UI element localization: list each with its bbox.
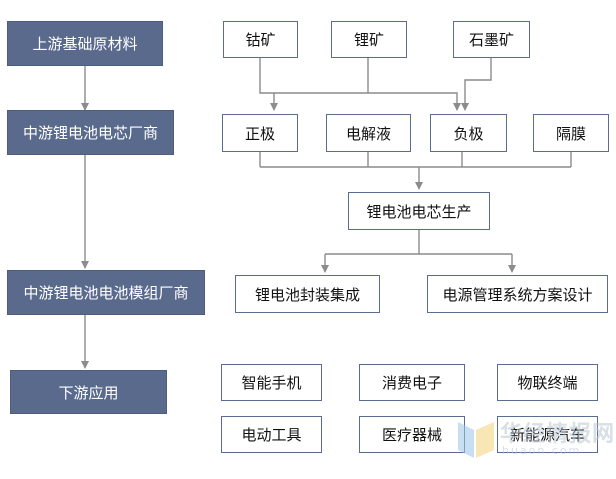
cell-production-box: 锂电池电芯生产 (348, 192, 490, 230)
watermark: 华经情报网 huaon.com (456, 414, 616, 464)
component-separator: 隔膜 (533, 114, 609, 152)
material-lithium-ore: 锂矿 (331, 21, 407, 58)
arrow-lithium-to-anode (274, 92, 461, 111)
arrow-cobalt-to-cathode (259, 57, 278, 111)
chain-downstream-box: 下游应用 (10, 370, 167, 414)
application-consumer-electronics: 消费电子 (359, 364, 465, 401)
arrow-graphite-to-anode (461, 57, 492, 111)
watermark-logo-icon (458, 422, 494, 458)
application-iot-terminal: 物联终端 (497, 364, 598, 401)
application-new-energy-vehicles: 新能源汽车 (497, 416, 598, 453)
integration-bms-box: 电源管理系统方案设计 (427, 275, 608, 313)
chain-upstream-box: 上游基础原材料 (7, 21, 163, 66)
component-cathode: 正极 (222, 114, 298, 152)
material-cobalt-ore: 钴矿 (223, 21, 298, 58)
application-medical-devices: 医疗器械 (359, 416, 465, 453)
watermark-url: huaon.com (502, 444, 582, 457)
component-electrolyte: 电解液 (326, 114, 411, 152)
application-power-tools: 电动工具 (221, 416, 322, 453)
integration-packaging-box: 锂电池封装集成 (235, 275, 380, 313)
chain-module-maker-box: 中游锂电池电池模组厂商 (7, 270, 205, 315)
component-anode: 负极 (430, 114, 507, 152)
application-smartphone: 智能手机 (221, 364, 322, 401)
chain-cell-maker-box: 中游锂电池电芯厂商 (7, 110, 174, 155)
material-graphite-ore: 石墨矿 (453, 21, 530, 58)
watermark-name: 华经情报网 (500, 422, 616, 447)
